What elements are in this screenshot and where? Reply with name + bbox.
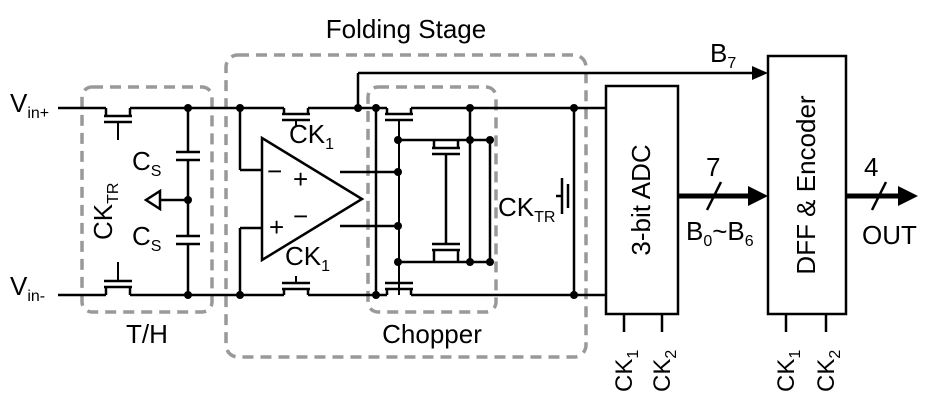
opamp-out-plus: + bbox=[293, 164, 308, 194]
chopper-title: Chopper bbox=[382, 319, 482, 349]
ck1-switch-bottom bbox=[282, 276, 310, 295]
b7-wire bbox=[358, 66, 768, 80]
dff-encoder-block bbox=[766, 54, 848, 316]
adc-clock-pins bbox=[622, 314, 664, 332]
opamp-wiring bbox=[238, 73, 398, 295]
opamp-out-minus: − bbox=[293, 201, 308, 231]
ck1-bottom-label: CK1 bbox=[285, 241, 330, 275]
dff-encoder-label: DFF & Encoder bbox=[791, 95, 821, 275]
ck1-top-label: CK1 bbox=[289, 119, 334, 153]
output-bus bbox=[846, 181, 918, 211]
th-switch-bottom bbox=[104, 262, 132, 295]
folding-stage-title: Folding Stage bbox=[326, 14, 486, 44]
chopper-network bbox=[374, 108, 492, 295]
ck1-switch-top bbox=[282, 108, 310, 126]
bus-7-label: B0~B6 bbox=[686, 216, 754, 250]
adc-block bbox=[604, 84, 680, 316]
th-title: T/H bbox=[126, 319, 168, 349]
ck-tr-th-label: CKTR bbox=[88, 183, 122, 240]
adc-ck1-label: CK1 bbox=[611, 350, 642, 392]
dff-ck2-label: CK2 bbox=[813, 350, 844, 392]
cs-top-label: CS bbox=[132, 146, 161, 180]
out-label: OUT bbox=[862, 220, 917, 250]
bus-7 bbox=[678, 181, 768, 211]
th-switch-top bbox=[104, 108, 132, 140]
opamp: − + + − bbox=[260, 135, 365, 263]
adc-label: 3-bit ADC bbox=[626, 144, 656, 255]
dff-ck1-label: CK1 bbox=[773, 350, 804, 392]
chopper-group-box bbox=[366, 85, 498, 314]
sampling-capacitors bbox=[143, 108, 200, 295]
ck-tr-switch-right bbox=[556, 108, 576, 295]
bus-4-width: 4 bbox=[864, 152, 878, 182]
adc-ck2-label: CK2 bbox=[649, 350, 680, 392]
junction-dots bbox=[184, 104, 578, 299]
th-group-box bbox=[80, 85, 214, 314]
opamp-in-minus: − bbox=[267, 156, 282, 186]
vin-plus-label: Vin+ bbox=[10, 88, 49, 122]
b7-label: B7 bbox=[710, 38, 736, 72]
opamp-in-plus: + bbox=[269, 212, 284, 242]
folding-stage-group-box bbox=[224, 53, 588, 359]
dff-clock-pins bbox=[784, 314, 828, 332]
vin-minus-label: Vin- bbox=[10, 271, 45, 305]
cs-bottom-label: CS bbox=[132, 221, 161, 255]
ck-tr-right-label: CKTR bbox=[498, 192, 555, 226]
bus-7-width: 7 bbox=[706, 152, 720, 182]
